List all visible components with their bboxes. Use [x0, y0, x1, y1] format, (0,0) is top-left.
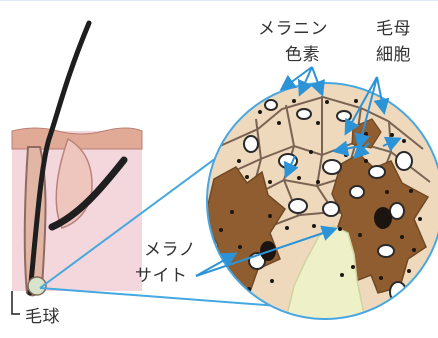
pigment-dot: [292, 99, 296, 103]
pigment-dot: [385, 190, 389, 194]
cell-nucleus: [378, 245, 394, 257]
melanin-label-line-1: メラニン: [258, 19, 328, 39]
pigment-dot: [338, 227, 342, 231]
cell-nucleus: [244, 136, 258, 152]
pigment-dot: [268, 180, 272, 184]
pigment-dot: [230, 210, 234, 214]
pigment-dot: [354, 99, 358, 103]
pigment-dot: [312, 224, 316, 228]
pigment-dot: [309, 150, 313, 154]
pigment-dot: [268, 214, 272, 218]
hair-bulb-label: 毛球: [25, 307, 60, 327]
cell-nucleus: [390, 203, 404, 219]
magnified-view: [204, 83, 438, 319]
cell-nucleus: [265, 100, 277, 110]
pigment-dot: [340, 273, 344, 277]
pigment-dot: [238, 245, 242, 249]
cell-nucleus: [289, 199, 307, 213]
pigment-dot: [237, 159, 241, 163]
pigment-dot: [316, 121, 320, 125]
pigment-dot: [258, 110, 262, 114]
cell-nucleus: [323, 160, 341, 174]
pigment-dot: [412, 248, 416, 252]
hair-bulb-bracket: [12, 291, 20, 314]
cell-nucleus: [369, 166, 385, 178]
pigment-dot: [402, 139, 406, 143]
cell-nucleus: [337, 111, 351, 121]
skin-section: [12, 23, 142, 314]
pigment-dot: [407, 269, 411, 273]
pigment-dot: [297, 176, 301, 180]
pigment-dot: [285, 226, 289, 230]
cell-nucleus: [323, 202, 339, 216]
pigment-dot: [409, 189, 413, 193]
pigment-dot: [390, 133, 394, 137]
melanin-label-line-2: 色素: [285, 45, 320, 65]
pigment-dot: [245, 175, 249, 179]
pigment-dot: [364, 132, 368, 136]
melanocyte-label-line-2: サイト: [135, 266, 188, 286]
pigment-dot: [325, 100, 329, 104]
pigment-dot: [344, 153, 348, 157]
pigment-dot: [379, 276, 383, 280]
pigment-dot: [400, 235, 404, 239]
hair-matrix-cell-label-line-2: 細胞: [376, 45, 411, 65]
pigment-dot: [219, 228, 223, 232]
cell-nucleus: [396, 152, 412, 170]
cell-nucleus: [297, 109, 311, 119]
pigment-dot: [358, 233, 362, 237]
pigment-dot: [351, 265, 355, 269]
pigment-dot: [270, 279, 274, 283]
pigment-dot: [277, 121, 281, 125]
pigment-dot: [316, 180, 320, 184]
cell-nucleus: [350, 186, 364, 198]
hair-matrix-cell-label-line-1: 毛母: [376, 19, 411, 39]
pigment-dot: [418, 217, 422, 221]
melanocyte-nucleus-right: [374, 207, 392, 229]
melanocyte-label-line-1: メラノ: [144, 240, 196, 260]
pigment-dot: [364, 159, 368, 163]
